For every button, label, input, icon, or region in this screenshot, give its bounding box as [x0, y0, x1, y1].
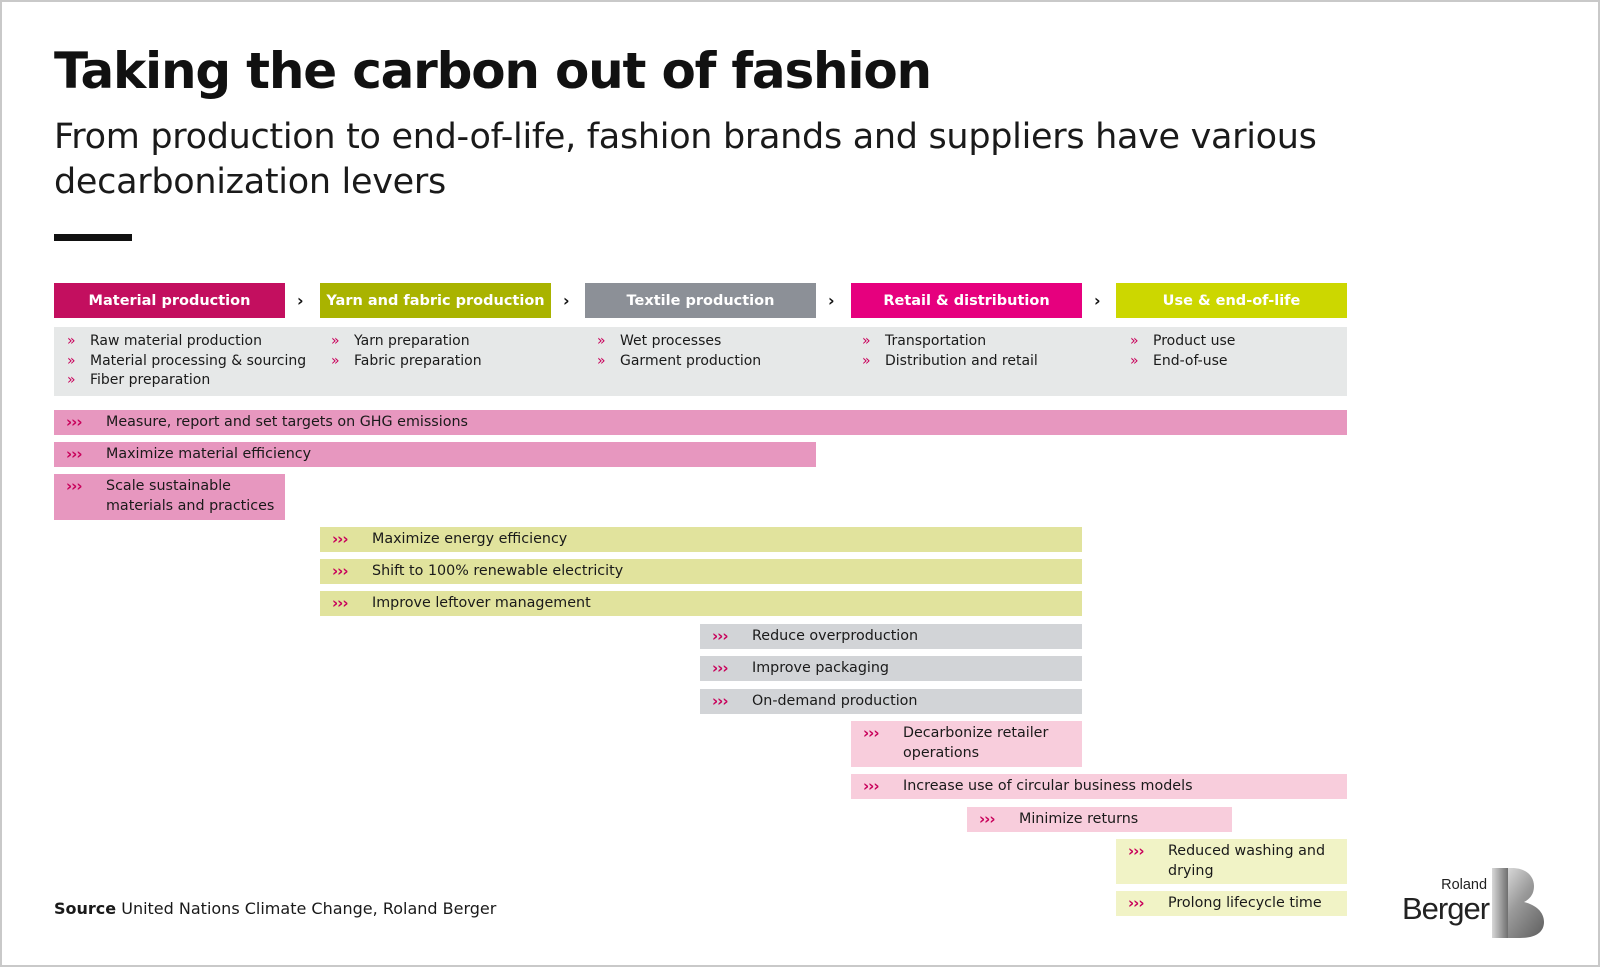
title-divider — [54, 234, 132, 241]
lever-circular-business-models: ›››Increase use of circular business mod… — [851, 774, 1347, 799]
triple-chevron-icon: ››› — [66, 445, 83, 463]
page-title: Taking the carbon out of fashion — [54, 42, 932, 100]
triple-chevron-icon: ››› — [332, 530, 349, 548]
list-item: »Product use — [1117, 332, 1235, 352]
source-text: United Nations Climate Change, Roland Be… — [121, 899, 497, 918]
source-note: Source United Nations Climate Change, Ro… — [54, 899, 496, 918]
bullet-icon: » — [862, 352, 871, 369]
steps-yarn-fabric-production: »Yarn preparation »Fabric preparation — [318, 332, 482, 371]
triple-chevron-icon: ››› — [712, 659, 729, 677]
stage-label: Material production — [88, 292, 251, 309]
bullet-icon: » — [1130, 352, 1139, 369]
lever-maximize-material-efficiency: ›››Maximize material efficiency — [54, 442, 816, 467]
triple-chevron-icon: ››› — [863, 777, 880, 795]
stage-label: Yarn and fabric production — [326, 292, 545, 309]
lever-prolong-lifecycle: ›››Prolong lifecycle time — [1116, 891, 1347, 916]
triple-chevron-icon: ››› — [1128, 842, 1145, 860]
stage-label: Use & end-of-life — [1162, 292, 1301, 309]
bullet-icon: » — [331, 333, 340, 349]
lever-leftover-management: ›››Improve leftover management — [320, 591, 1082, 616]
triple-chevron-icon: ››› — [332, 594, 349, 612]
stage-yarn-fabric-production: Yarn and fabric production — [320, 283, 551, 318]
lever-decarbonize-retailer: ›››Decarbonize retailer operations — [851, 721, 1082, 767]
roland-berger-logo-text: Roland Berger — [1402, 877, 1490, 926]
triple-chevron-icon: ››› — [66, 477, 83, 495]
chevron-right-icon: › — [1094, 291, 1101, 310]
lever-reduced-washing-drying: ›››Reduced washing and drying — [1116, 839, 1347, 884]
steps-material-production: »Raw material production »Material proce… — [54, 332, 306, 391]
bullet-icon: » — [1130, 333, 1139, 349]
source-label: Source — [54, 899, 117, 918]
stage-steps-panel — [54, 327, 1347, 396]
steps-retail-distribution: »Transportation »Distribution and retail — [849, 332, 1038, 371]
triple-chevron-icon: ››› — [1128, 894, 1145, 912]
bullet-icon: » — [67, 333, 76, 349]
bullet-icon: » — [862, 333, 871, 349]
list-item: »Material processing & sourcing — [54, 352, 306, 372]
list-item: »Distribution and retail — [849, 352, 1038, 372]
chevron-right-icon: › — [828, 291, 835, 310]
bullet-icon: » — [597, 333, 606, 349]
bullet-icon: » — [67, 372, 76, 388]
lever-scale-sustainable-materials: ›››Scale sustainable materials and pract… — [54, 474, 285, 520]
steps-textile-production: »Wet processes »Garment production — [584, 332, 761, 371]
list-item: »Raw material production — [54, 332, 306, 352]
stage-textile-production: Textile production — [585, 283, 816, 318]
page-subtitle: From production to end-of-life, fashion … — [54, 117, 1317, 202]
lever-minimize-returns: ›››Minimize returns — [967, 807, 1232, 832]
list-item: »Fiber preparation — [54, 371, 306, 391]
list-item: »Garment production — [584, 352, 761, 372]
logo-line2: Berger — [1402, 891, 1490, 926]
lever-measure-report-targets: ›››Measure, report and set targets on GH… — [54, 410, 1347, 435]
list-item: »Transportation — [849, 332, 1038, 352]
bullet-icon: » — [597, 352, 606, 369]
triple-chevron-icon: ››› — [979, 810, 996, 828]
lever-renewable-electricity: ›››Shift to 100% renewable electricity — [320, 559, 1082, 584]
stage-label: Retail & distribution — [883, 292, 1050, 309]
chevron-right-icon: › — [297, 291, 304, 310]
list-item: »Fabric preparation — [318, 352, 482, 372]
lever-maximize-energy-efficiency: ›››Maximize energy efficiency — [320, 527, 1082, 552]
lever-on-demand-production: ›››On-demand production — [700, 689, 1082, 714]
triple-chevron-icon: ››› — [332, 562, 349, 580]
triple-chevron-icon: ››› — [66, 413, 83, 431]
stage-material-production: Material production — [54, 283, 285, 318]
stage-label: Textile production — [626, 292, 775, 309]
stage-use-end-of-life: Use & end-of-life — [1116, 283, 1347, 318]
chevron-right-icon: › — [563, 291, 570, 310]
stage-retail-distribution: Retail & distribution — [851, 283, 1082, 318]
triple-chevron-icon: ››› — [712, 627, 729, 645]
list-item: »End-of-use — [1117, 352, 1235, 372]
triple-chevron-icon: ››› — [863, 724, 880, 742]
lever-improve-packaging: ›››Improve packaging — [700, 656, 1082, 681]
list-item: »Wet processes — [584, 332, 761, 352]
triple-chevron-icon: ››› — [712, 692, 729, 710]
bullet-icon: » — [331, 352, 340, 369]
roland-berger-b-logo-icon — [1492, 868, 1544, 938]
steps-use-end-of-life: »Product use »End-of-use — [1117, 332, 1235, 371]
logo-line1: Roland — [1441, 877, 1488, 893]
lever-reduce-overproduction: ›››Reduce overproduction — [700, 624, 1082, 649]
list-item: »Yarn preparation — [318, 332, 482, 352]
bullet-icon: » — [67, 352, 76, 369]
